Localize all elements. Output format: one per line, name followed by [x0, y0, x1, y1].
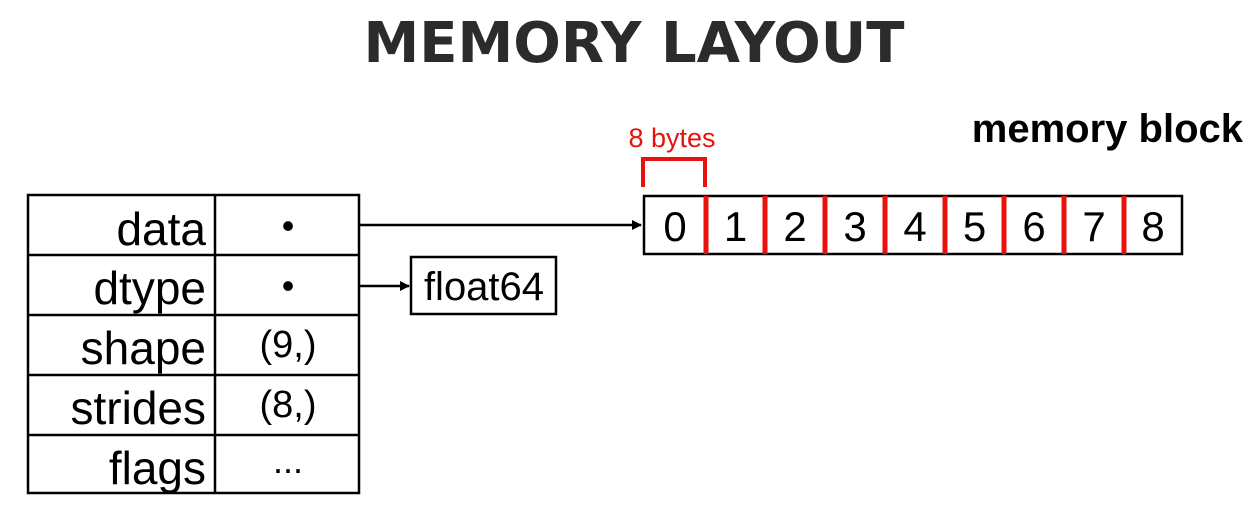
- memory-block-label: memory block: [972, 107, 1244, 151]
- memory-cell-index: 6: [1022, 203, 1045, 250]
- field-label-flags: flags: [109, 442, 206, 494]
- memory-cell-index: 3: [843, 203, 866, 250]
- page-title: MEMORY LAYOUT: [364, 11, 905, 76]
- memory-cell-index: 2: [783, 203, 806, 250]
- array-struct-table: data • dtype • shape (9,) strides (8,) f…: [26, 193, 361, 495]
- field-value-shape: (9,): [260, 324, 317, 366]
- field-label-shape: shape: [81, 322, 206, 374]
- memory-cell-index: 8: [1141, 203, 1164, 250]
- cell-dividers: [703, 196, 1127, 254]
- memory-cell-index: 0: [663, 203, 686, 250]
- field-value-dtype-pointer: •: [282, 265, 295, 306]
- dtype-label: float64: [424, 265, 544, 309]
- field-value-data-pointer: •: [282, 205, 295, 246]
- element-size-bracket: [641, 157, 707, 187]
- field-value-flags: ...: [273, 440, 303, 481]
- memory-cell-index: 7: [1082, 203, 1105, 250]
- element-size-label: 8 bytes: [628, 123, 715, 153]
- field-label-data: data: [116, 203, 206, 255]
- memory-cell-index: 1: [724, 203, 747, 250]
- field-label-dtype: dtype: [93, 262, 206, 314]
- field-label-strides: strides: [71, 382, 206, 434]
- dtype-box: float64: [409, 255, 558, 316]
- field-value-strides: (8,): [260, 384, 317, 426]
- memory-cell-index: 4: [903, 203, 926, 250]
- memory-cell-index: 5: [963, 203, 986, 250]
